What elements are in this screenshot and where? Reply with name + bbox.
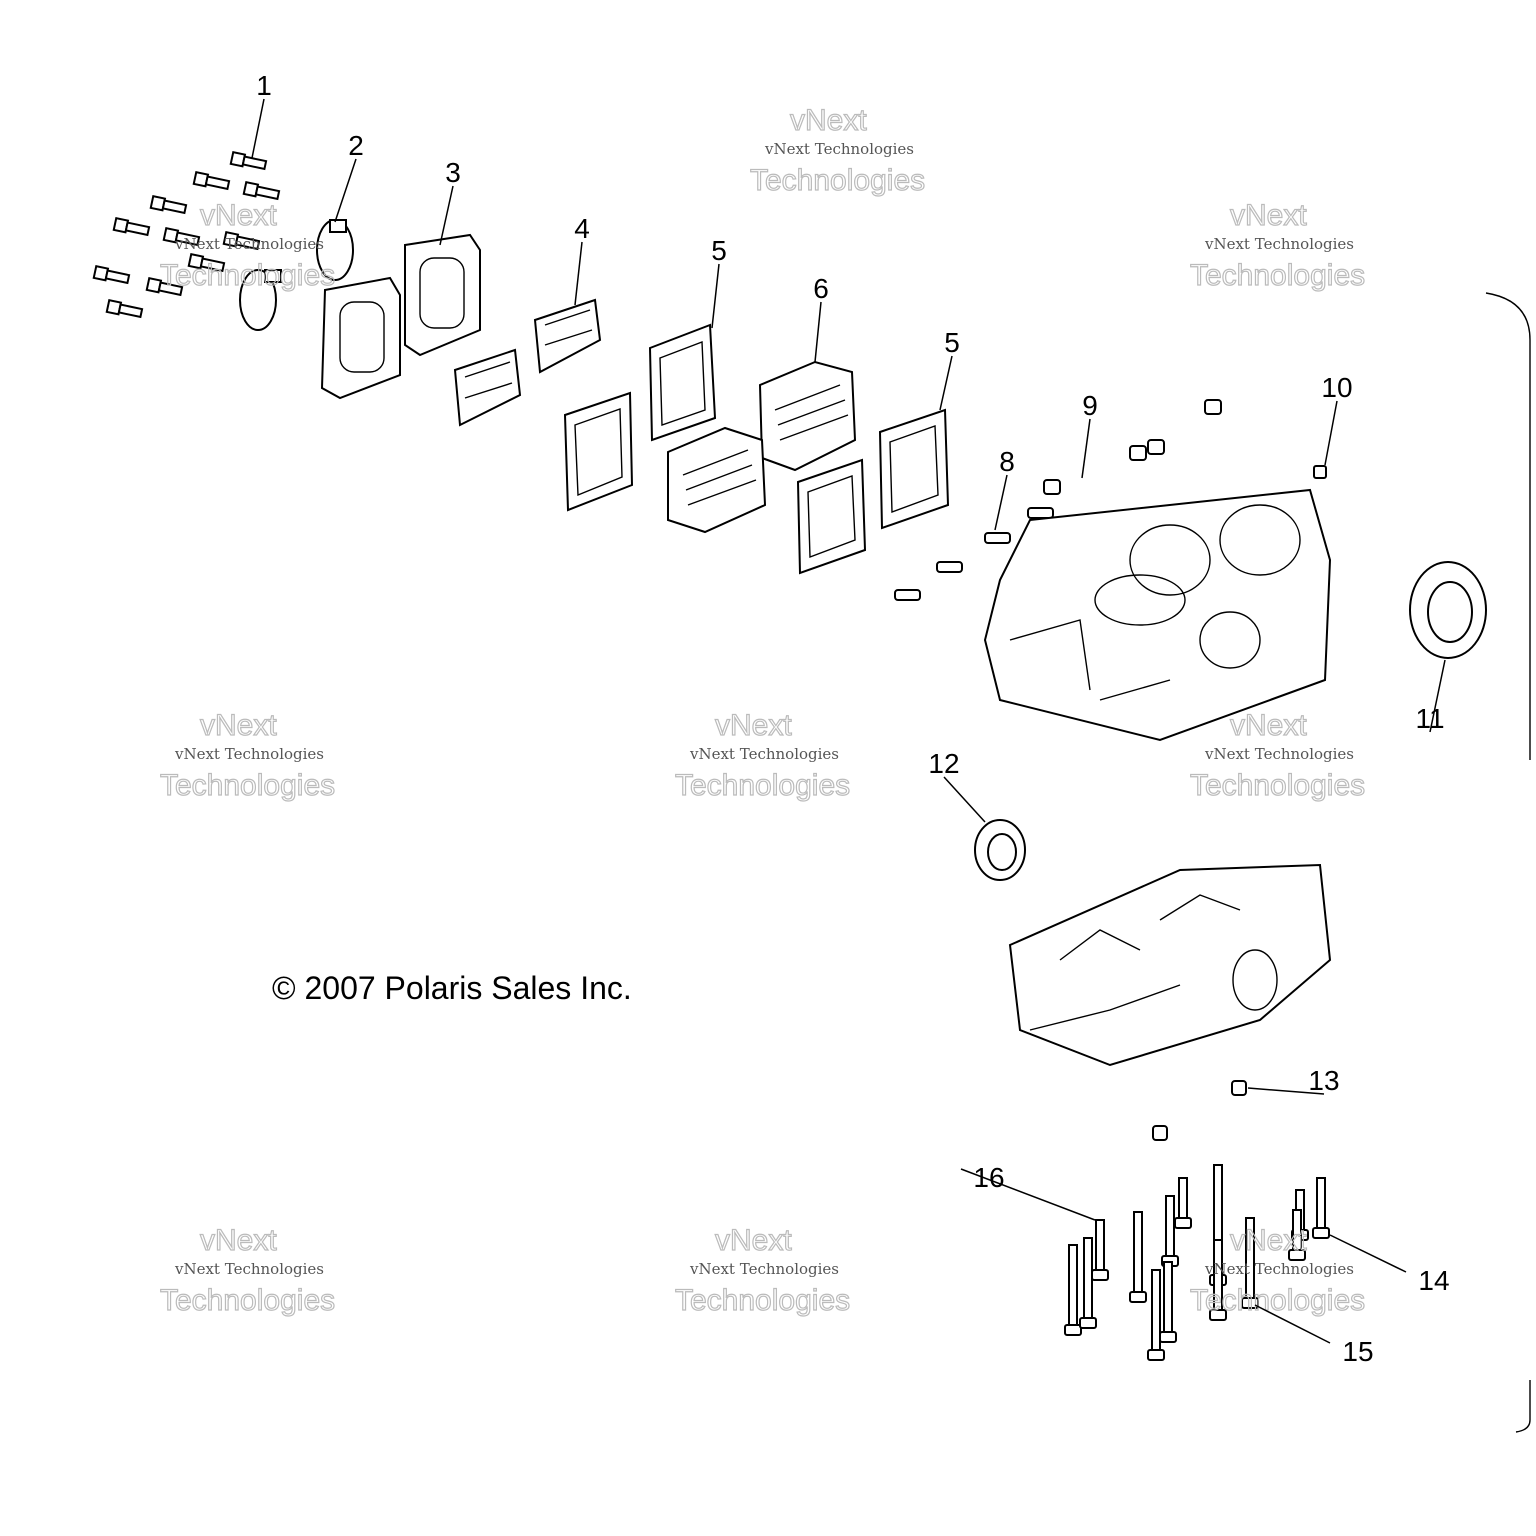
callout-leader: [1329, 1234, 1407, 1273]
svg-text:vNext Technologies: vNext Technologies: [174, 235, 324, 253]
callout-leader: [711, 263, 720, 329]
callout-leader: [1081, 418, 1091, 479]
callout-leader: [251, 98, 265, 159]
crankcase-bolt: [1161, 1195, 1179, 1267]
svg-text:vNext: vNext: [1230, 199, 1307, 232]
svg-text:Technologies: Technologies: [750, 164, 925, 197]
callout-leader: [939, 355, 953, 411]
svg-text:vNext: vNext: [200, 1224, 277, 1257]
callout-label: 8: [999, 446, 1015, 477]
svg-text:vNext: vNext: [1230, 1224, 1307, 1257]
svg-text:vNext Technologies: vNext Technologies: [1204, 1260, 1354, 1278]
page-edge-bracket: [1485, 292, 1531, 1433]
callout-label: 5: [944, 327, 960, 358]
callout-label: 2: [348, 130, 364, 161]
svg-text:vNext: vNext: [200, 709, 277, 742]
parts-drawing: [92, 150, 1531, 1433]
upper-crankcase: [983, 488, 1332, 742]
svg-text:vNext Technologies: vNext Technologies: [174, 745, 324, 763]
crankcase-bolt: [1241, 1217, 1259, 1309]
svg-text:vNext Technologies: vNext Technologies: [1204, 235, 1354, 253]
svg-text:Technologies: Technologies: [1190, 259, 1365, 292]
svg-text:vNext Technologies: vNext Technologies: [764, 140, 914, 158]
svg-text:Technologies: Technologies: [675, 1284, 850, 1317]
crankcase-bolt: [1064, 1244, 1082, 1336]
lower-crankcase: [1008, 863, 1332, 1067]
svg-text:vNext Technologies: vNext Technologies: [689, 1260, 839, 1278]
callout-leader: [1254, 1304, 1331, 1344]
callout-label: 3: [445, 157, 461, 188]
callout-label: 11: [1415, 703, 1444, 734]
svg-text:vNext Technologies: vNext Technologies: [689, 745, 839, 763]
callout-leaders: [251, 98, 1446, 1344]
callout-leader: [439, 185, 454, 246]
svg-text:Technologies: Technologies: [160, 1284, 335, 1317]
hose-clamps: [239, 219, 354, 331]
svg-text:vNext Technologies: vNext Technologies: [1204, 745, 1354, 763]
reed-spacers: [453, 298, 602, 427]
callout-leader: [960, 1168, 1096, 1221]
crankcase-bolt: [1288, 1209, 1306, 1261]
crankcase-bolts: [1064, 1164, 1330, 1361]
callout-label: 1: [256, 70, 272, 101]
crankshaft-seal-left: [974, 819, 1026, 881]
callout-leader: [334, 158, 357, 223]
crankcase-bolt: [1159, 1261, 1177, 1343]
callout-leader: [943, 776, 986, 823]
svg-text:vNext: vNext: [790, 104, 867, 137]
crankcase-bolt: [1129, 1211, 1147, 1303]
crankshaft-seal-right: [1409, 561, 1487, 659]
copyright-notice: © 2007 Polaris Sales Inc.: [272, 970, 632, 1006]
gaskets: [563, 323, 950, 575]
crankcase-bolt: [1209, 1239, 1227, 1321]
callout-leader: [1247, 1087, 1325, 1095]
svg-text:vNext: vNext: [715, 709, 792, 742]
svg-text:Technologies: Technologies: [1190, 1284, 1365, 1317]
callout-leader: [574, 241, 583, 306]
crankcase-bolt: [1079, 1237, 1097, 1329]
callout-leader: [814, 301, 822, 363]
svg-text:vNext: vNext: [715, 1224, 792, 1257]
callout-label: 12: [928, 748, 959, 779]
svg-text:Technologies: Technologies: [160, 769, 335, 802]
callout-label: 4: [574, 213, 590, 244]
callout-label: 5: [711, 235, 727, 266]
intake-flanges: [320, 233, 481, 400]
callout-leader: [994, 474, 1008, 531]
svg-text:vNext: vNext: [200, 199, 277, 232]
svg-text:Technologies: Technologies: [675, 769, 850, 802]
callout-leader: [1429, 659, 1446, 733]
svg-text:vNext: vNext: [1230, 709, 1307, 742]
dowel-pins: [1152, 1080, 1247, 1141]
callout-leader: [1324, 400, 1338, 466]
crankcase-bolt: [1312, 1177, 1330, 1239]
svg-text:vNext Technologies: vNext Technologies: [174, 1260, 324, 1278]
callout-label: 15: [1342, 1336, 1373, 1367]
crankcase-bolt: [1174, 1177, 1192, 1229]
crankcase-bolt: [1091, 1219, 1109, 1281]
svg-text:Technologies: Technologies: [1190, 769, 1365, 802]
callout-label: 13: [1308, 1065, 1339, 1096]
callout-label: 6: [813, 273, 829, 304]
callout-label: 14: [1418, 1265, 1449, 1296]
callout-label: 9: [1082, 390, 1098, 421]
svg-text:Technologies: Technologies: [160, 259, 335, 292]
crankcase-bolt: [1147, 1269, 1165, 1361]
callout-label: 16: [973, 1162, 1004, 1193]
flange-bolts: [92, 150, 281, 319]
reed-valve-assemblies: [667, 360, 857, 534]
callout-label: 10: [1321, 372, 1352, 403]
